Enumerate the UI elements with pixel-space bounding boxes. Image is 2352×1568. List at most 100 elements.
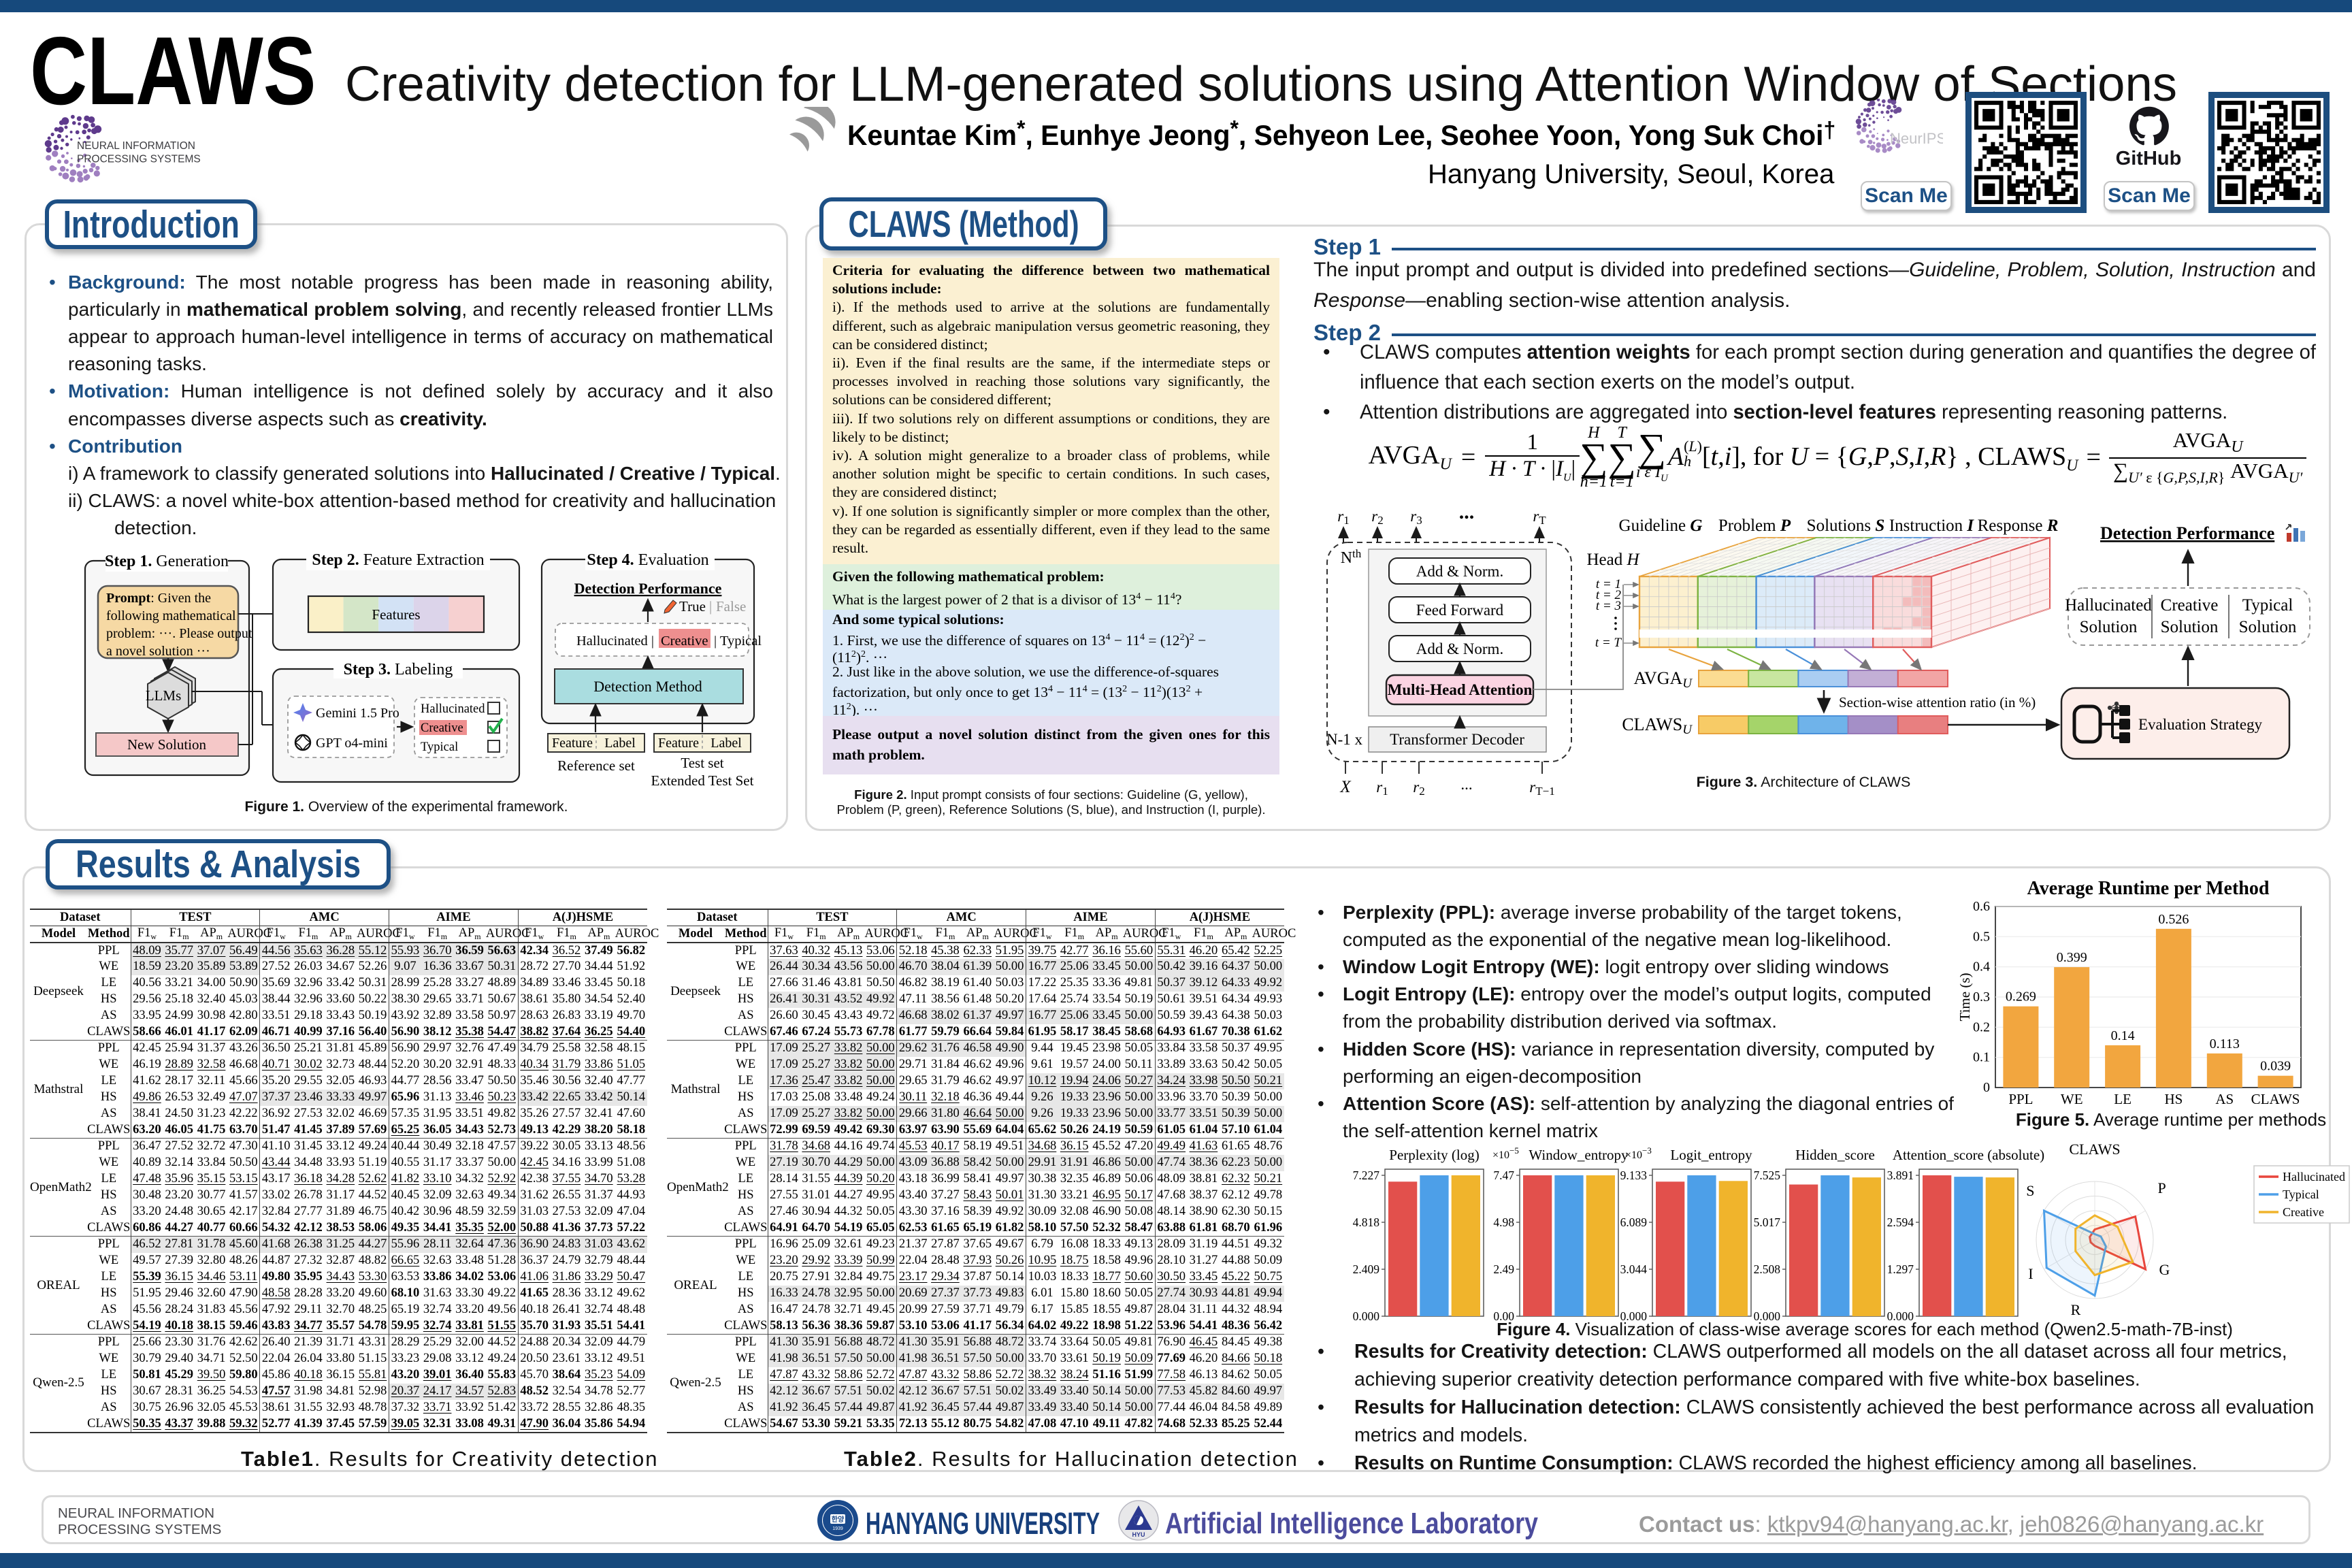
svg-text:Feature: Feature bbox=[658, 736, 699, 751]
svg-text:0.000: 0.000 bbox=[1887, 1309, 1914, 1323]
svg-text:Solution: Solution bbox=[2239, 618, 2297, 636]
svg-text:1.297: 1.297 bbox=[1887, 1262, 1914, 1276]
svg-text:CLAWS: CLAWS bbox=[2251, 1091, 2300, 1107]
svg-text:HS: HS bbox=[2164, 1091, 2183, 1107]
svg-text:0.3: 0.3 bbox=[1973, 990, 1990, 1004]
svg-text:Instruction I: Instruction I bbox=[1889, 517, 1975, 535]
svg-text:2.49: 2.49 bbox=[1493, 1262, 1514, 1276]
svg-text:| Typical: | Typical bbox=[714, 634, 762, 649]
svg-text:Problem P: Problem P bbox=[1718, 517, 1791, 535]
svg-text:Window_entropy: Window_entropy bbox=[1529, 1147, 1629, 1163]
svg-text:R: R bbox=[2071, 1301, 2081, 1318]
svg-text:Head H: Head H bbox=[1586, 551, 1640, 569]
svg-text:Time (s): Time (s) bbox=[1960, 973, 1973, 1022]
svg-text:|: | bbox=[709, 598, 712, 615]
svg-text:I: I bbox=[2028, 1265, 2033, 1282]
svg-text:Multi-Head Attention: Multi-Head Attention bbox=[1388, 681, 1533, 698]
svg-text:7.47: 7.47 bbox=[1493, 1169, 1514, 1182]
svg-text:r1: r1 bbox=[1337, 508, 1349, 527]
svg-text:4.98: 4.98 bbox=[1493, 1215, 1514, 1229]
svg-text:AS: AS bbox=[2215, 1091, 2234, 1107]
svg-text:LLMs: LLMs bbox=[146, 687, 182, 704]
svg-text:Guideline G: Guideline G bbox=[1619, 517, 1703, 535]
svg-text:...: ... bbox=[1459, 505, 1475, 523]
svg-text:×10−3: ×10−3 bbox=[1625, 1145, 1652, 1161]
svg-text:S: S bbox=[2026, 1182, 2034, 1199]
svg-text:True: True bbox=[679, 598, 706, 615]
svg-text:0.113: 0.113 bbox=[2210, 1036, 2240, 1051]
svg-text:0.000: 0.000 bbox=[1620, 1309, 1648, 1323]
svg-text:Section-wise attention ratio (: Section-wise attention ratio (in %) bbox=[1839, 694, 2036, 710]
svg-text:GitHub: GitHub bbox=[2116, 148, 2182, 169]
svg-text:Evaluation Strategy: Evaluation Strategy bbox=[2138, 716, 2263, 733]
svg-text:3.044: 3.044 bbox=[1620, 1262, 1648, 1276]
svg-text:Add & Norm.: Add & Norm. bbox=[1416, 640, 1503, 657]
svg-text:Label: Label bbox=[604, 736, 636, 751]
svg-text:CLAWS: CLAWS bbox=[2069, 1143, 2120, 1158]
svg-text:Hallucinated |: Hallucinated | bbox=[576, 634, 654, 649]
svg-text:0.269: 0.269 bbox=[2006, 990, 2036, 1004]
svg-text:6.089: 6.089 bbox=[1620, 1215, 1648, 1229]
svg-text:Feed Forward: Feed Forward bbox=[1416, 602, 1504, 619]
svg-text:NeurIPS: NeurIPS bbox=[1890, 130, 1943, 147]
svg-text:Creative: Creative bbox=[421, 721, 463, 735]
svg-text:Typical: Typical bbox=[421, 740, 458, 754]
svg-text:0.5: 0.5 bbox=[1973, 929, 1990, 944]
svg-text:Step 3. Labeling: Step 3. Labeling bbox=[344, 661, 453, 679]
svg-text:7.525: 7.525 bbox=[1754, 1169, 1781, 1182]
svg-text:Typical: Typical bbox=[2242, 596, 2293, 615]
svg-text:0.399: 0.399 bbox=[2057, 950, 2087, 965]
svg-text:Perplexity (log): Perplexity (log) bbox=[1389, 1147, 1479, 1163]
svg-text:0: 0 bbox=[1983, 1080, 1990, 1095]
svg-text:r1: r1 bbox=[1376, 779, 1388, 798]
svg-text:t = 1: t = 1 bbox=[1596, 577, 1621, 591]
svg-text:CLAWSU: CLAWSU bbox=[1622, 715, 1693, 737]
svg-text:Logit_entropy: Logit_entropy bbox=[1670, 1147, 1752, 1163]
svg-text:False: False bbox=[716, 598, 746, 615]
svg-text:AVGAU: AVGAU bbox=[1634, 668, 1693, 691]
svg-text:×10−5: ×10−5 bbox=[1492, 1145, 1519, 1161]
svg-text:Extended Test Set: Extended Test Set bbox=[651, 772, 754, 789]
svg-text:Hidden_score: Hidden_score bbox=[1795, 1147, 1875, 1163]
svg-text:r2: r2 bbox=[1371, 508, 1383, 527]
svg-text:X: X bbox=[1339, 778, 1352, 796]
svg-text:0.000: 0.000 bbox=[1754, 1309, 1781, 1323]
svg-text:WE: WE bbox=[2061, 1091, 2083, 1107]
svg-text:r3: r3 bbox=[1410, 508, 1422, 527]
svg-text:Step 4. Evaluation: Step 4. Evaluation bbox=[587, 551, 708, 569]
svg-text:Add & Norm.: Add & Norm. bbox=[1416, 563, 1503, 580]
svg-text:t = T: t = T bbox=[1595, 636, 1622, 650]
svg-text:Prompt: Given the: Prompt: Given the bbox=[106, 591, 211, 606]
svg-text:0.6: 0.6 bbox=[1973, 899, 1990, 914]
svg-text:Creative: Creative bbox=[661, 634, 708, 649]
svg-text:Solutions S: Solutions S bbox=[1807, 517, 1885, 535]
svg-text:2.409: 2.409 bbox=[1353, 1262, 1380, 1276]
svg-text:N-1 x: N-1 x bbox=[1326, 731, 1363, 748]
svg-text:rT−1: rT−1 bbox=[1529, 779, 1554, 798]
svg-text:5.017: 5.017 bbox=[1754, 1215, 1781, 1229]
svg-text:LE: LE bbox=[2114, 1091, 2132, 1107]
svg-text:Typical: Typical bbox=[2283, 1188, 2319, 1201]
svg-text:Nth: Nth bbox=[1341, 547, 1362, 567]
svg-text:Step 1. Generation: Step 1. Generation bbox=[105, 553, 229, 570]
svg-text:한양: 한양 bbox=[832, 1516, 845, 1524]
svg-text:Response R: Response R bbox=[1978, 517, 2059, 535]
svg-text:following mathematical: following mathematical bbox=[106, 608, 236, 623]
svg-text:t = 2: t = 2 bbox=[1596, 588, 1622, 602]
svg-text:9.133: 9.133 bbox=[1620, 1169, 1648, 1182]
svg-text:1939: 1939 bbox=[832, 1526, 843, 1531]
svg-text:problem: ···. Please output: problem: ···. Please output bbox=[106, 626, 252, 641]
svg-text:Creative: Creative bbox=[2283, 1205, 2324, 1219]
svg-text:Solution: Solution bbox=[2080, 618, 2138, 636]
svg-text:4.818: 4.818 bbox=[1353, 1215, 1380, 1229]
svg-text:Label: Label bbox=[710, 736, 742, 751]
svg-text:Attention_score (absolute): Attention_score (absolute) bbox=[1893, 1147, 2044, 1163]
svg-text:0.00: 0.00 bbox=[1493, 1309, 1514, 1323]
svg-text:0.000: 0.000 bbox=[1353, 1309, 1380, 1323]
svg-text:3.891: 3.891 bbox=[1887, 1169, 1914, 1182]
svg-text:0.4: 0.4 bbox=[1973, 960, 1990, 975]
svg-text:Average Runtime per Method: Average Runtime per Method bbox=[2027, 878, 2270, 899]
svg-text:Creative: Creative bbox=[2161, 596, 2219, 615]
svg-text:Hallucinated: Hallucinated bbox=[2283, 1170, 2345, 1183]
